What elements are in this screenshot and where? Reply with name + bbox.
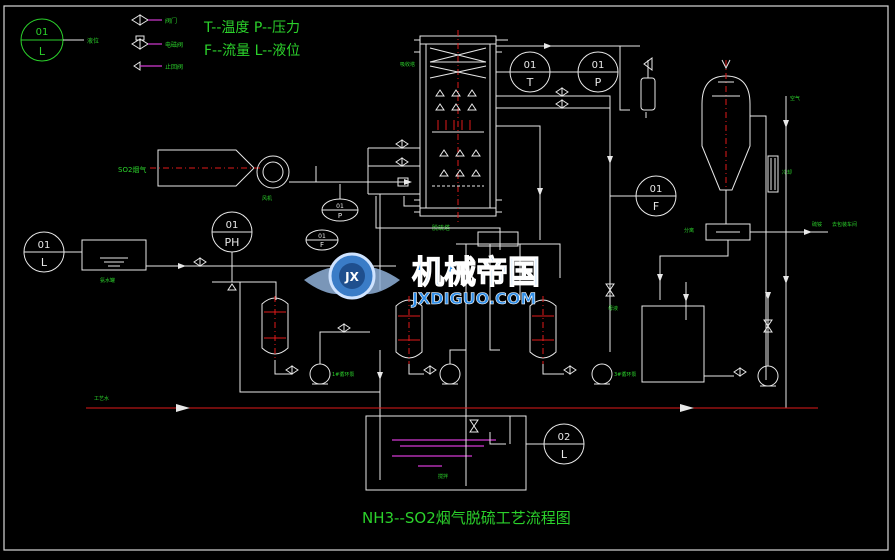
instrument-level-bottom: 02 L: [543, 423, 585, 465]
bubble-code: L: [561, 448, 568, 461]
bubble-num: 01: [524, 60, 537, 71]
bubble-code: PH: [225, 236, 240, 249]
pump-1: 1#循环泵: [285, 323, 370, 385]
vessel-left: [261, 296, 292, 375]
bubble-num: 01: [36, 27, 49, 38]
solenoid-valve-icon: [131, 38, 149, 50]
bubble-code: L: [39, 45, 46, 58]
bubble-code: T: [526, 76, 534, 89]
bubble-code: F: [320, 241, 324, 249]
process-water-line: 工艺水: [86, 395, 818, 412]
separator-label: 分离: [684, 227, 694, 234]
bubble-num: 01: [226, 220, 239, 231]
pump-3: 3#循环泵: [563, 363, 636, 385]
legend-check-label: 止回阀: [165, 63, 183, 71]
mother-liquor-tank: 母液: [608, 282, 705, 383]
check-valve-icon: [133, 61, 141, 71]
bubble-code: P: [595, 76, 602, 89]
bubble-code: F: [653, 200, 659, 213]
gate-valve-icon: [131, 14, 149, 26]
absorption-tower: 吸收塔 脱硫塔: [400, 30, 502, 232]
legend-solenoid-label: 电磁阀: [165, 41, 183, 49]
water-line-label: 工艺水: [94, 395, 109, 402]
instrument-level-left: 01 L: [23, 231, 82, 273]
legend-codes-1: T--温度 P--压力: [203, 20, 300, 36]
product-label: 硫铵: [812, 221, 822, 228]
so2-flue-duct: SO2烟气: [118, 149, 262, 187]
svg-text:搅拌: 搅拌: [438, 473, 448, 480]
watermark-cn: 机械帝国: [412, 253, 540, 291]
drawing-title: NH3--SO2烟气脱硫工艺流程图: [362, 509, 571, 527]
legend-valve-label: 阀门: [165, 17, 177, 25]
svg-text:风机: 风机: [262, 195, 272, 202]
bubble-code: P: [338, 212, 342, 220]
bubble-num: 02: [558, 432, 571, 443]
watermark-mark: JX: [344, 270, 359, 284]
pump-4: [704, 292, 779, 387]
valve-legend: 阀门 电磁阀 止回阀 T--温度 P--压力 F--流量 L--液位: [131, 14, 300, 71]
booster-fan: 风机: [256, 155, 317, 202]
instrument-temperature: 01 T: [496, 51, 551, 93]
bubble-num: 01: [650, 184, 663, 195]
bubble-num: 01: [592, 60, 605, 71]
instrument-pressure-small: 01 P: [321, 184, 359, 222]
so2-gas-label: SO2烟气: [118, 165, 146, 174]
pump1-label: 1#循环泵: [332, 371, 354, 378]
to-storage-label: 去包装车间: [832, 221, 857, 228]
cooler-label: 冷却: [782, 169, 792, 176]
oxidation-tank: 搅拌: [365, 415, 546, 491]
drawing-frame: [3, 5, 889, 551]
bubble-num: 01: [318, 233, 326, 240]
vessel-right: [529, 296, 564, 375]
pump3-label: 3#循环泵: [614, 371, 636, 378]
instrument-flow-small: 01 F: [305, 229, 339, 251]
tank-label: 母液: [608, 305, 618, 312]
instrument-pressure: 01 P: [550, 51, 619, 93]
tower-label-top: 吸收塔: [400, 61, 415, 68]
bubble-num: 01: [38, 240, 51, 251]
cooler: [767, 155, 779, 193]
pump-2: [423, 349, 466, 385]
ammonia-tank-label: 氨水罐: [100, 277, 115, 284]
instrument-legend: 01 L 液位: [20, 18, 99, 62]
instrument-ph: 01 PH: [211, 211, 253, 282]
instrument-flow: 01 F: [635, 175, 677, 217]
distributor-box: [477, 231, 519, 247]
legend-codes-2: F--流量 L--液位: [204, 43, 300, 59]
crystallizer: 冷却 空气 分离 硫铵 去包装车间: [657, 59, 857, 408]
watermark-logo: JX 机械帝国 JXDIGUO.COM: [304, 252, 541, 308]
bubble-num: 01: [336, 203, 344, 210]
bubble-code: L: [41, 256, 48, 269]
legend-level-note: 液位: [87, 37, 99, 45]
gas-cylinder: [640, 57, 656, 118]
ammonia-tank: 氨水罐: [81, 239, 147, 284]
vessel-middle: [395, 296, 424, 375]
air-label: 空气: [790, 95, 800, 102]
watermark-en: JXDIGUO.COM: [411, 289, 536, 308]
top-outlet-pipe: [496, 45, 630, 111]
